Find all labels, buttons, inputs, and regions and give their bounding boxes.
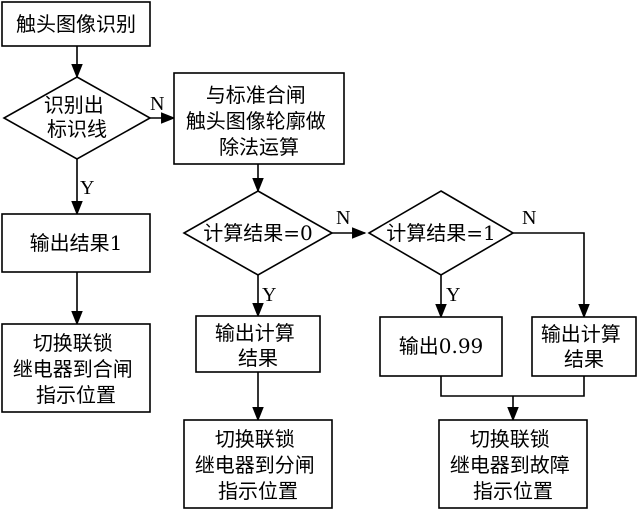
out-calc-b-line: 输出计算 xyxy=(541,322,621,346)
decide-zero-label: 计算结果=0 xyxy=(203,221,312,245)
out-calc-b-line: 结果 xyxy=(564,347,604,371)
divide-line: 触头图像轮廓做 xyxy=(186,109,326,133)
out099-box xyxy=(379,316,503,377)
start-label: 触头图像识别 xyxy=(16,12,136,36)
divide-line: 与标准合闸 xyxy=(206,83,306,107)
switch-close-line: 切换联锁 xyxy=(33,331,113,355)
out099-line: 输出0.99 xyxy=(399,334,484,358)
start-box xyxy=(1,1,151,47)
switch-open-label: 切换联锁 继电器到分闸 指示位置 xyxy=(195,427,321,503)
switch-open-line: 指示位置 xyxy=(218,479,298,503)
decide-zero-diamond xyxy=(182,190,334,276)
decide-one-label: 计算结果=1 xyxy=(386,221,495,245)
divide-box xyxy=(173,72,345,165)
switch-close-line: 继电器到合闸 xyxy=(13,357,133,381)
branch-label-zero-no: N xyxy=(336,207,350,229)
out099-label: 输出0.99 xyxy=(399,334,484,358)
connectors xyxy=(71,46,590,422)
start-line: 触头图像识别 xyxy=(16,12,136,36)
decide-mark-line: 标识线 xyxy=(47,117,107,141)
decide-zero-line: 计算结果=0 xyxy=(203,221,312,245)
branch-label-one-no: N xyxy=(522,207,536,229)
switch-open-line: 切换联锁 xyxy=(215,427,295,451)
decide-mark-line: 识别出 xyxy=(44,93,104,117)
out1-box xyxy=(1,213,151,273)
out-calc-a-box xyxy=(195,315,321,373)
divide-label: 与标准合闸 触头图像轮廓做 除法运算 xyxy=(186,83,332,159)
decide-one-line: 计算结果=1 xyxy=(386,221,495,245)
switch-open-box xyxy=(183,419,333,509)
switch-fault-line: 指示位置 xyxy=(473,479,553,503)
branch-labels: N Y N Y N Y xyxy=(80,93,536,306)
out-calc-a-line: 结果 xyxy=(238,346,278,370)
decide-mark-diamond xyxy=(2,76,152,160)
branch-label-one-yes: Y xyxy=(446,284,460,306)
out1-label: 输出结果1 xyxy=(30,231,123,255)
decide-mark-label: 识别出 标识线 xyxy=(44,93,110,141)
branch-label-mark-no: N xyxy=(150,93,164,115)
branch-label-zero-yes: Y xyxy=(262,284,276,306)
switch-fault-box xyxy=(438,419,588,509)
out-calc-b-box xyxy=(531,316,637,377)
node-labels: 触头图像识别 识别出 标识线 与标准合闸 触头图像轮廓做 除法运算 输出结果1 … xyxy=(13,12,627,503)
switch-fault-label: 切换联锁 继电器到故障 指示位置 xyxy=(450,427,576,503)
divide-line: 除法运算 xyxy=(219,135,299,159)
out-calc-a-line: 输出计算 xyxy=(215,321,295,345)
arrow-decide-one-no xyxy=(513,232,590,319)
out-calc-a-label: 输出计算 结果 xyxy=(215,321,301,370)
merge-line-out099 xyxy=(440,376,513,397)
merge-line-out-calc-b xyxy=(513,376,585,397)
switch-fault-line: 继电器到故障 xyxy=(450,453,570,477)
branch-label-mark-yes: Y xyxy=(80,177,94,199)
out-calc-b-label: 输出计算 结果 xyxy=(541,322,627,371)
switch-close-box xyxy=(1,323,151,413)
decide-one-diamond xyxy=(367,190,515,276)
switch-close-label: 切换联锁 继电器到合闸 指示位置 xyxy=(13,331,139,407)
switch-close-line: 指示位置 xyxy=(36,383,116,407)
switch-open-line: 继电器到分闸 xyxy=(195,453,315,477)
switch-fault-line: 切换联锁 xyxy=(470,427,550,451)
out1-line: 输出结果1 xyxy=(30,231,123,255)
